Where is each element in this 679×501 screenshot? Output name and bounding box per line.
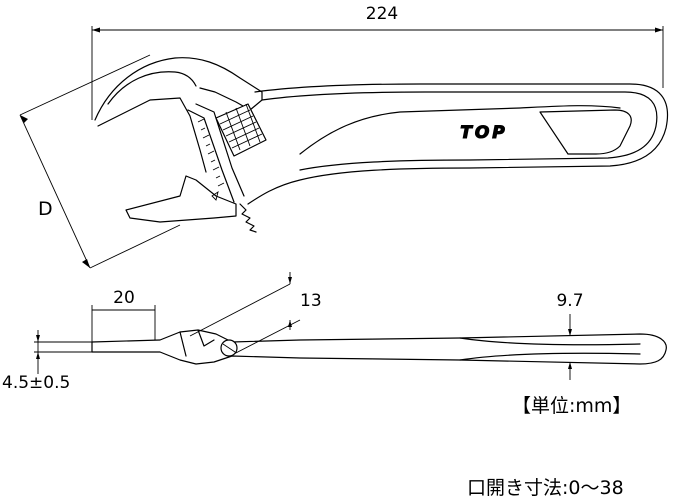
- unit-label: 【単位:mm】: [512, 395, 631, 417]
- fixed-jaw-face: [107, 71, 197, 105]
- head-thickness-label: 13: [300, 291, 322, 311]
- handle-thickness-label: 9.7: [556, 291, 583, 311]
- jaw-rail: [187, 109, 235, 203]
- fixed-jaw-inner: [97, 97, 207, 173]
- handle-thickness-dimension: 9.7: [556, 291, 584, 380]
- handle-grip-cutout: [539, 109, 632, 155]
- handle-inner-outline: [261, 91, 658, 171]
- overall-length-dimension: 224: [91, 4, 664, 120]
- wrench-top-view: 224 D TOP: [19, 4, 668, 269]
- worm-gear-icon: [215, 103, 267, 157]
- jaw-tip-thickness-dimension: 4.5±0.5: [2, 330, 92, 393]
- fixed-jaw-outline: [94, 57, 263, 121]
- side-handle-bevel: [459, 337, 641, 361]
- movable-jaw-outline: [125, 175, 237, 223]
- side-jaw-inner: [179, 329, 215, 357]
- jaw-scale: [197, 118, 225, 201]
- head-thickness-dimension: 13: [189, 272, 322, 357]
- jaw-capacity-label: D: [38, 198, 53, 220]
- jaw-rail-inner: [195, 103, 245, 197]
- jaw-width-label: 20: [113, 288, 135, 308]
- jaw-opening-label: 口開き寸法:0〜38: [467, 477, 624, 499]
- handle-recess: [299, 105, 621, 155]
- wrench-side-view: 20 13 4.5±0.5: [2, 272, 667, 393]
- jaw-width-dimension: 20: [91, 288, 156, 342]
- jaw-tip-thickness-label: 4.5±0.5: [2, 373, 70, 393]
- handle-outline: [247, 83, 668, 205]
- brand-logo: TOP: [460, 123, 508, 143]
- jaw-capacity-dimension: D: [19, 54, 181, 269]
- side-jaw-outline: [91, 329, 667, 365]
- overall-length-label: 224: [366, 4, 398, 24]
- rack-teeth: [239, 203, 257, 233]
